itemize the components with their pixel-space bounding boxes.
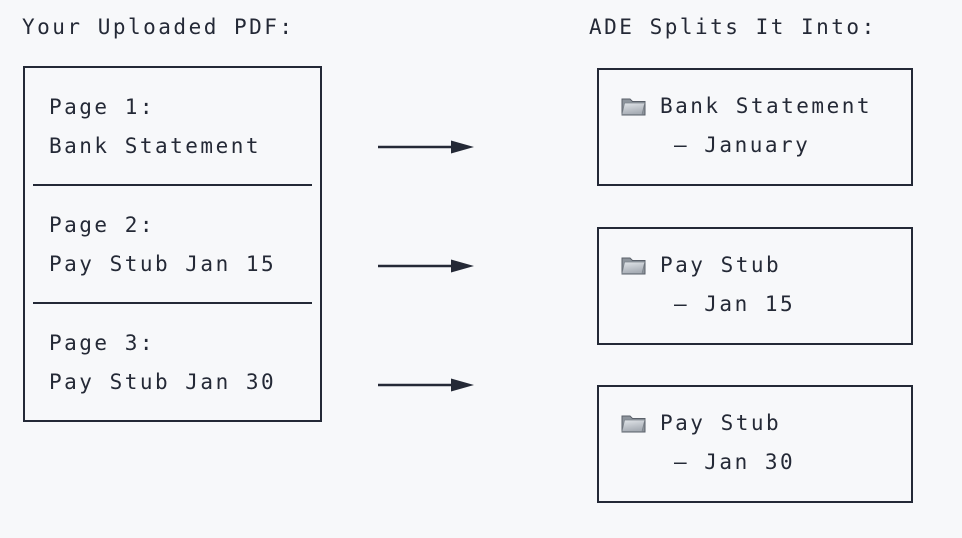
page-number-label: Page 2: <box>49 213 156 237</box>
page-content-label: Bank Statement <box>49 134 262 158</box>
page-content-label: Pay Stub Jan 30 <box>49 370 277 394</box>
document-name-row: Pay Stub <box>599 246 911 285</box>
right-arrow-icon <box>378 378 474 392</box>
split-document-box-1: Bank Statement – January <box>597 68 913 186</box>
document-subtitle-row: – Jan 30 <box>599 443 911 482</box>
document-name: Bank Statement <box>660 94 873 118</box>
document-name-row: Pay Stub <box>599 404 911 443</box>
uploaded-pdf-title: Your Uploaded PDF: <box>22 15 295 39</box>
folder-icon <box>621 98 646 116</box>
split-document-box-2: Pay Stub – Jan 15 <box>597 227 913 345</box>
pdf-page-section-3: Page 3: Pay Stub Jan 30 <box>25 304 320 420</box>
folder-icon <box>621 257 646 275</box>
right-arrow-icon <box>378 259 474 273</box>
document-name: Pay Stub <box>660 411 782 435</box>
page-separator-line <box>33 302 312 304</box>
document-name: Pay Stub <box>660 253 782 277</box>
document-subtitle: – Jan 15 <box>674 292 796 316</box>
ade-splits-title: ADE Splits It Into: <box>589 15 877 39</box>
document-subtitle: – Jan 30 <box>674 450 796 474</box>
document-subtitle-row: – January <box>599 126 911 165</box>
page-number-label: Page 3: <box>49 331 156 355</box>
pdf-page-section-1: Page 1: Bank Statement <box>25 68 320 184</box>
uploaded-pdf-box: Page 1: Bank Statement Page 2: Pay Stub … <box>23 66 322 422</box>
page-number-label: Page 1: <box>49 95 156 119</box>
right-arrow-icon <box>378 140 474 154</box>
pdf-page-section-2: Page 2: Pay Stub Jan 15 <box>25 186 320 302</box>
document-subtitle-row: – Jan 15 <box>599 285 911 324</box>
document-name-row: Bank Statement <box>599 87 911 126</box>
page-content-label: Pay Stub Jan 15 <box>49 252 277 276</box>
page-separator-line <box>33 184 312 186</box>
document-subtitle: – January <box>674 133 811 157</box>
folder-icon <box>621 415 646 433</box>
split-document-box-3: Pay Stub – Jan 30 <box>597 385 913 503</box>
